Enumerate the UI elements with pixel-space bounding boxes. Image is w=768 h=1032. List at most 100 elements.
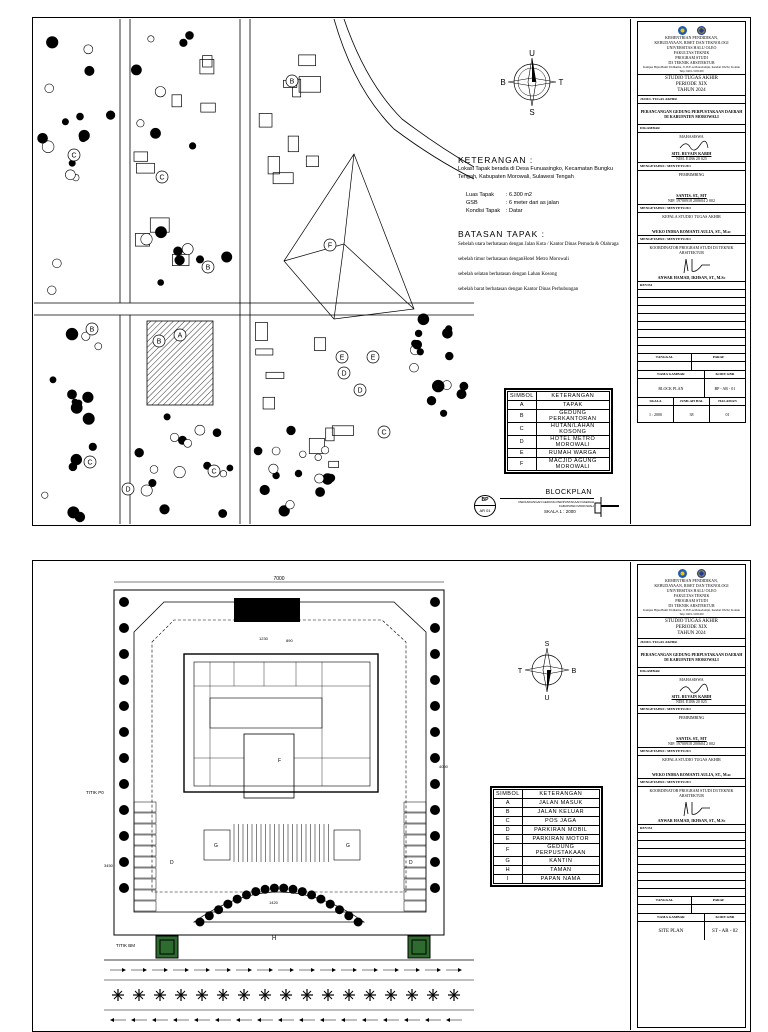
jumlah-value: 38 bbox=[674, 406, 710, 422]
tree-icon bbox=[430, 883, 440, 893]
revisi-grid bbox=[638, 290, 745, 354]
batasan-item: sebelah barat berbatasan dengan Kantor D… bbox=[458, 287, 579, 292]
kepala-block: KEPALA STUDIO TUGAS AKHIR WEKO INDRA ROM… bbox=[638, 213, 745, 236]
pembimbing-label: PEMBIMBING bbox=[678, 172, 705, 177]
institution-address: Kampus Hijau Bumi Tridharma, Jl. H.E.A M… bbox=[643, 65, 740, 73]
site-label-d: D bbox=[409, 860, 413, 866]
tree-icon bbox=[70, 401, 83, 414]
drawing-area: 7000 bbox=[34, 562, 631, 1030]
svg-text:A: A bbox=[178, 333, 183, 340]
tanggal-paraf-row: TANGGAL PARAF bbox=[638, 354, 745, 362]
legend-symbol: B bbox=[507, 409, 537, 423]
tree-icon bbox=[140, 484, 153, 497]
uho-logo-icon bbox=[696, 26, 706, 35]
judul-text: PERANCANGAN GEDUNG PERPUSTAKAAN DAERAH D… bbox=[638, 647, 745, 668]
building-outline bbox=[202, 55, 213, 68]
arrow-head-icon bbox=[446, 1018, 450, 1022]
parking-stall bbox=[403, 845, 427, 857]
judul-text: PERANCANGAN GEDUNG PERPUSTAKAAN DAERAH D… bbox=[638, 104, 745, 125]
arrow-head-icon bbox=[122, 968, 126, 972]
building-outline bbox=[133, 151, 148, 162]
tree-icon bbox=[456, 389, 467, 400]
svg-text:D: D bbox=[341, 371, 346, 378]
drawing-title: BLOCKPLAN bbox=[545, 489, 592, 496]
street-tree-icon bbox=[133, 989, 145, 1001]
arrow-head-icon bbox=[458, 968, 462, 972]
arrow-head-icon bbox=[374, 968, 378, 972]
pembimbing-nip: NIP. 19700918 200604 2 002 bbox=[667, 198, 715, 203]
map-label: D bbox=[337, 366, 351, 380]
tree-icon bbox=[94, 342, 103, 351]
tree-icon bbox=[174, 255, 185, 266]
svg-text:B: B bbox=[290, 79, 295, 86]
studio-block: STUDIO TUGAS AKHIR PERIODE XIX TAHUN 202… bbox=[638, 618, 745, 639]
street-tree-icon bbox=[154, 989, 166, 1001]
tree-icon bbox=[326, 473, 336, 483]
studio-line: PERIODE XIX bbox=[675, 625, 708, 630]
street-tree-icon bbox=[364, 989, 376, 1001]
parking-stall bbox=[403, 889, 427, 901]
arrow-head-icon bbox=[341, 1018, 345, 1022]
parking-stall bbox=[133, 889, 157, 901]
legend-symbol: G bbox=[493, 856, 523, 866]
site-info-table: Luas Tapak: 6.300 m2 GSB: 6 meter dari a… bbox=[458, 191, 628, 215]
street-tree-icon bbox=[301, 989, 313, 1001]
legend-desc: TAPAK bbox=[535, 400, 610, 410]
garden-tree-icon bbox=[214, 905, 224, 915]
garden-tree-icon bbox=[204, 911, 214, 921]
mengetahui-label: MENGETAHUI / MENYETUJUI bbox=[638, 779, 745, 787]
arrow-head-icon bbox=[164, 968, 168, 972]
tree-icon bbox=[442, 327, 453, 339]
tree-icon bbox=[140, 233, 153, 246]
compass-bottom-label: U bbox=[544, 695, 549, 700]
building-outline bbox=[262, 396, 275, 410]
uho-logo-icon bbox=[696, 569, 706, 578]
digambar-label: DIGAMBAR bbox=[638, 668, 745, 676]
mahasiswa-label: MAHASISWA bbox=[679, 134, 704, 139]
arrow-head-icon bbox=[437, 968, 441, 972]
parking-stall bbox=[403, 812, 427, 824]
institution-line: UNIVERSITAS HALU OLEO bbox=[666, 588, 717, 593]
arrow-head-icon bbox=[290, 968, 294, 972]
tree-icon bbox=[49, 376, 57, 384]
legend-symbol: A bbox=[493, 798, 523, 808]
tree-icon bbox=[173, 246, 183, 256]
tree-icon bbox=[163, 413, 171, 421]
koordinator-label: KOORDINATOR PROGRAM STUDI D3 TEKNIK ARSI… bbox=[649, 245, 734, 255]
scale-bar-icon bbox=[594, 497, 619, 517]
parking-stall bbox=[133, 823, 157, 835]
tree-icon bbox=[173, 466, 186, 479]
svg-text:D: D bbox=[125, 487, 130, 494]
map-label: C bbox=[83, 455, 97, 469]
badge-code: BP bbox=[475, 496, 495, 506]
tree-icon bbox=[315, 487, 325, 497]
title-block-frame: KEMENTRIAN PENDIDIKAN, KEBUDAYAAN, RISET… bbox=[637, 21, 746, 423]
legend-desc: PARKIRAN MOTOR bbox=[521, 834, 600, 844]
tree-icon bbox=[82, 391, 94, 403]
map-label: C bbox=[67, 148, 81, 162]
signature-space bbox=[640, 177, 743, 193]
tree-icon bbox=[430, 779, 440, 789]
tree-icon bbox=[52, 258, 62, 269]
koordinator-name: ANWAR HAMAD, IKHSAN, ST., M.Sc bbox=[657, 818, 726, 823]
tree-icon bbox=[41, 491, 49, 499]
building-outline bbox=[255, 348, 274, 356]
parking-stall bbox=[133, 845, 157, 857]
tree-icon bbox=[105, 110, 116, 120]
arrow-head-icon bbox=[395, 968, 399, 972]
svg-text:E: E bbox=[371, 355, 376, 362]
legend-symbol: D bbox=[507, 435, 537, 449]
street-tree-icon bbox=[385, 989, 397, 1001]
tree-icon bbox=[278, 505, 290, 517]
site-label-d: D bbox=[170, 860, 174, 866]
tree-icon bbox=[226, 464, 234, 472]
arrow-head-icon bbox=[185, 968, 189, 972]
compass-left-label: T bbox=[518, 668, 523, 675]
title-block-frame: KEMENTRIAN PENDIDIKAN, KEBUDAYAAN, RISET… bbox=[637, 564, 746, 1028]
dim-label: 4000 bbox=[439, 764, 449, 769]
parking-stall bbox=[403, 834, 427, 846]
signature-space bbox=[640, 762, 743, 772]
koordinator-label: KOORDINATOR PROGRAM STUDI D3 TEKNIK ARSI… bbox=[649, 788, 734, 798]
legend-symbol: D bbox=[493, 825, 523, 835]
site-label-f: F bbox=[278, 758, 281, 764]
